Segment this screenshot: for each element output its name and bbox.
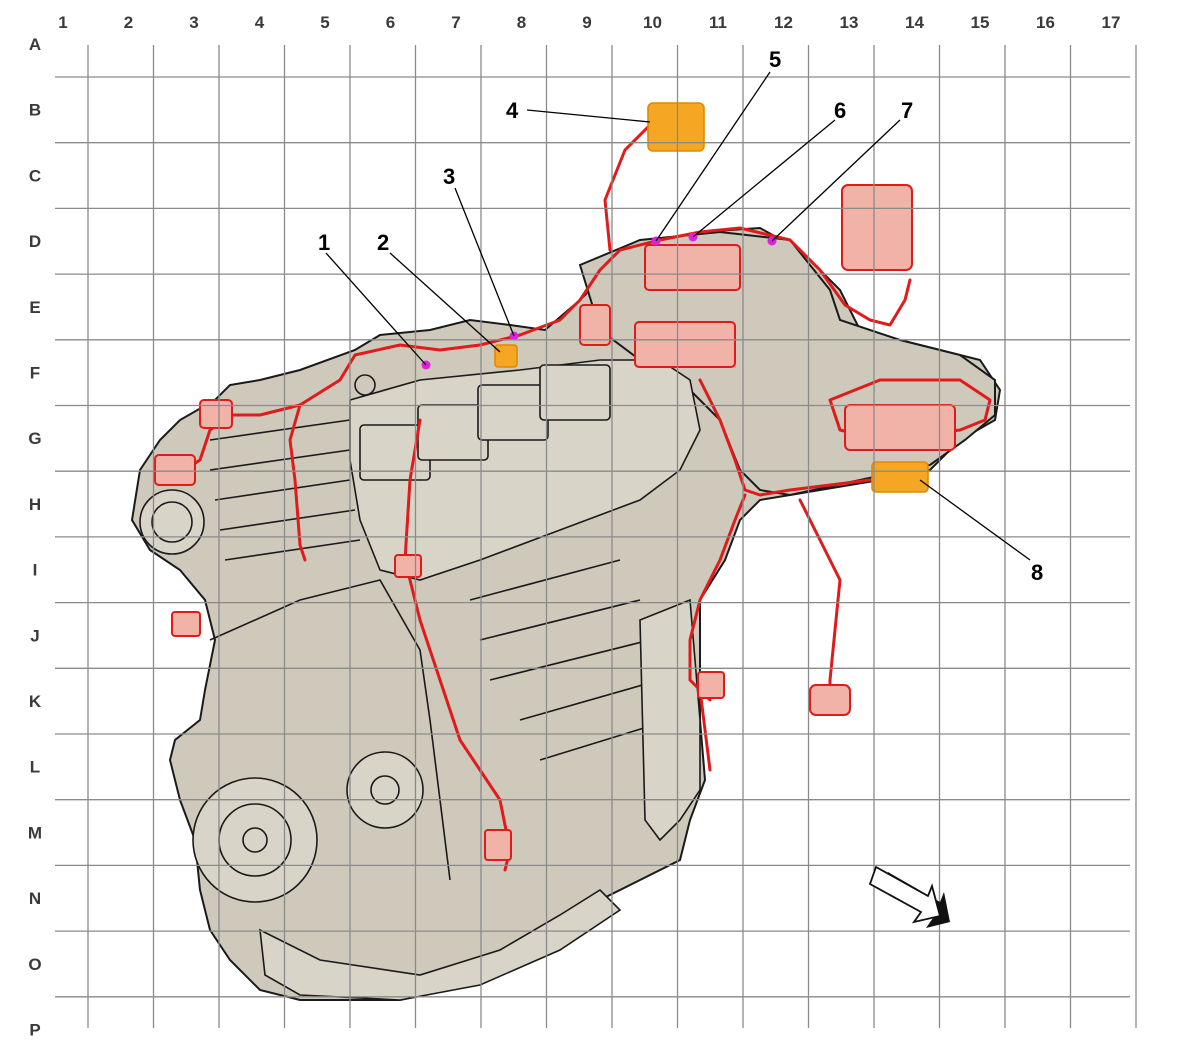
harness-branch-intake — [183, 353, 357, 472]
callout-label-6: 6 — [834, 98, 846, 123]
grid-row-label: O — [28, 955, 41, 974]
harness-branch-lower — [403, 418, 512, 872]
grid-column-label: 5 — [320, 13, 329, 32]
highlighted-components — [421, 102, 929, 493]
leader-4 — [526, 109, 651, 123]
block-rib-lines — [469, 559, 671, 761]
accessory-pulley — [346, 751, 424, 829]
leader-5 — [655, 71, 771, 242]
leader-8 — [919, 479, 1031, 561]
grid-row-label: I — [33, 561, 38, 580]
ignition-coil-4 — [539, 364, 611, 421]
grid-column-label: 15 — [971, 13, 990, 32]
connector-rear-k — [697, 671, 725, 699]
harness-grommet — [809, 684, 851, 716]
grid-row-label: N — [29, 889, 41, 908]
highlight-8-connector — [871, 461, 929, 493]
grid-row-label: J — [30, 626, 39, 645]
connector-top-right — [841, 184, 913, 271]
throttle-bore — [151, 501, 193, 543]
callout-label-8: 8 — [1031, 560, 1043, 585]
connector-injector-i — [394, 554, 422, 578]
intake-runners — [209, 419, 361, 561]
grid-column-label: 7 — [451, 13, 460, 32]
throttle-body — [139, 489, 205, 555]
grid-column-label: 11 — [709, 13, 727, 32]
arrow-body — [868, 865, 942, 924]
grid-column-label: 1 — [58, 13, 67, 32]
grid-row-label: G — [28, 429, 41, 448]
harness-branch-upper-connector — [603, 123, 652, 252]
ignition-coil-3 — [477, 384, 549, 441]
grid-row-label: K — [29, 692, 42, 711]
crankshaft-bolt — [242, 827, 268, 853]
grid-column-label: 14 — [905, 13, 924, 32]
leader-7 — [771, 119, 901, 242]
callout-label-3: 3 — [443, 164, 455, 189]
harness-branch-grommet — [798, 498, 842, 692]
accessory-pulley-hub — [370, 775, 400, 805]
grid-row-label: E — [29, 298, 40, 317]
grid-column-label: 10 — [643, 13, 662, 32]
grid-row-label: P — [29, 1021, 40, 1040]
grid-row-label: M — [28, 823, 42, 842]
connector-throttle — [199, 399, 233, 429]
grid-column-label: 4 — [255, 13, 265, 32]
callouts: 1 2 3 4 5 6 7 8 — [318, 47, 1043, 585]
grid-column-label: 6 — [386, 13, 395, 32]
bellhousing-flange — [639, 598, 701, 842]
grid-row-label: L — [30, 758, 40, 777]
connector-ecm-lower — [634, 321, 736, 368]
highlight-2-connector — [494, 344, 518, 368]
callout-label-5: 5 — [769, 47, 781, 72]
callout-label-2: 2 — [377, 230, 389, 255]
highlight-4-connector — [647, 102, 705, 152]
grid-column-label: 12 — [774, 13, 793, 32]
callout-label-7: 7 — [901, 98, 913, 123]
connector-side-j — [171, 611, 201, 637]
grid-row-label: F — [30, 364, 40, 383]
connector-lower-m — [484, 829, 512, 861]
grid-row-label: B — [29, 101, 41, 120]
grid-column-label: 16 — [1036, 13, 1055, 32]
leader-2 — [389, 252, 501, 353]
view-direction-arrow-icon — [868, 865, 950, 928]
harness-branch-front — [288, 403, 307, 562]
grid-row-label: D — [29, 232, 41, 251]
connector-ecm-upper — [644, 244, 741, 291]
leader-3 — [454, 187, 515, 337]
grid-column-label: 9 — [582, 13, 591, 32]
callout-label-4: 4 — [506, 98, 519, 123]
harness-branch-lower-rear — [698, 688, 712, 772]
harness-branch-rear — [698, 378, 872, 497]
connector-rear-cluster — [844, 404, 956, 451]
grid-column-label: 8 — [517, 13, 526, 32]
callout-label-1: 1 — [318, 230, 330, 255]
oil-dipstick-ring — [354, 374, 376, 396]
grid-column-label: 13 — [840, 13, 859, 32]
connector-top-f — [579, 304, 611, 346]
grid-row-label: C — [29, 166, 41, 185]
grid-column-label: 17 — [1102, 13, 1121, 32]
connector-front-intake — [154, 454, 196, 486]
grid-row-label: H — [29, 495, 41, 514]
leader-1 — [325, 252, 427, 366]
leader-6 — [692, 119, 836, 238]
grid-column-label: 3 — [189, 13, 198, 32]
grid-column-label: 2 — [124, 13, 133, 32]
grid-row-label: A — [29, 35, 41, 54]
harness-branch-down-rear — [688, 493, 747, 702]
